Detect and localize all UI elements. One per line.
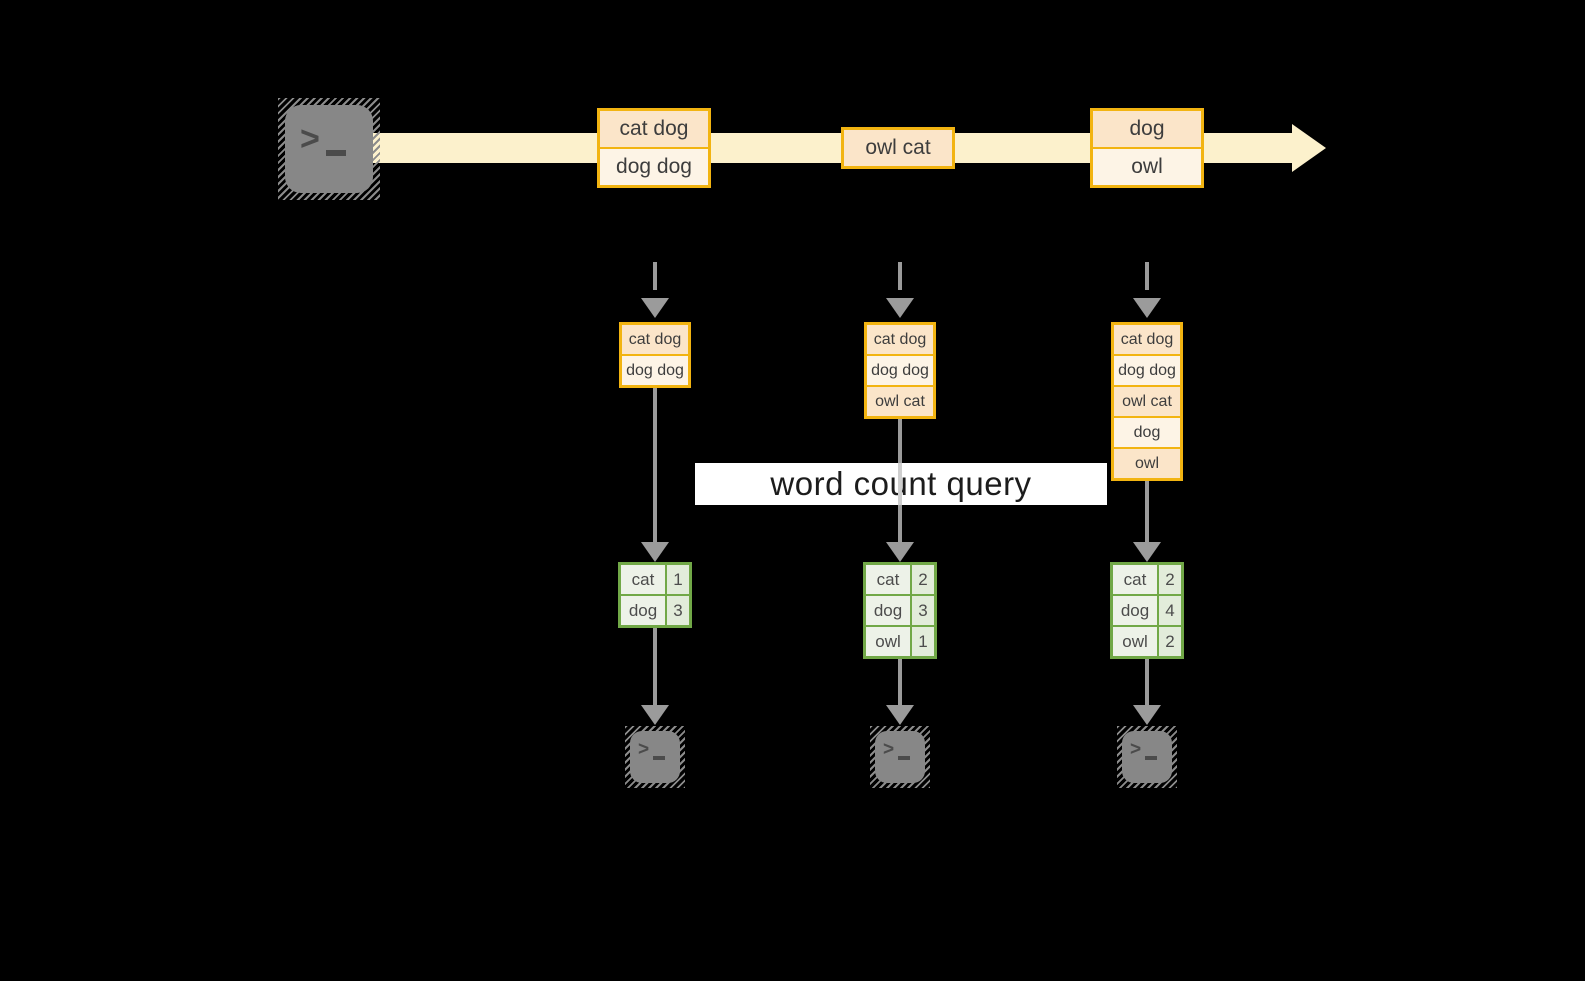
state-cell: dog	[1114, 416, 1180, 447]
stream-event-cell: owl cat	[844, 130, 952, 166]
state-cell: cat dog	[622, 325, 688, 354]
result-word-cell: dog	[1113, 596, 1157, 625]
result-count-cell: 1	[667, 565, 689, 594]
result-word-cell: owl	[1113, 627, 1157, 656]
result-count-cell: 2	[912, 565, 934, 594]
state-cell: dog dog	[622, 354, 688, 385]
dashed-arrowhead-icon	[886, 298, 914, 318]
result-count-cell: 1	[912, 627, 934, 656]
state-cell: dog dog	[867, 354, 933, 385]
state-cell: dog dog	[1114, 354, 1180, 385]
result-word-cell: cat	[1113, 565, 1157, 594]
result-word-cell: owl	[866, 627, 910, 656]
flow-line	[1145, 659, 1149, 706]
terminal-prompt-icon: >	[300, 120, 320, 158]
stream-event-box-2: owl cat	[841, 127, 955, 169]
sink-terminal-icon-3: >	[1117, 726, 1177, 788]
terminal-prompt-icon: >	[883, 739, 895, 760]
dashed-arrowhead-icon	[641, 298, 669, 318]
stream-source-terminal-icon: >	[278, 98, 380, 200]
terminal-prompt-icon: >	[1130, 739, 1142, 760]
result-count-cell: 2	[1159, 565, 1181, 594]
result-count-cell: 3	[912, 596, 934, 625]
stream-event-cell: dog dog	[600, 147, 708, 185]
state-cell: cat dog	[867, 325, 933, 354]
terminal-cursor-icon	[326, 150, 346, 156]
stream-event-cell: cat dog	[600, 111, 708, 147]
dashed-arrow-shaft	[898, 262, 902, 290]
flow-arrowhead-icon	[1133, 705, 1161, 725]
stream-event-cell: owl	[1093, 147, 1201, 185]
state-cell: cat dog	[1114, 325, 1180, 354]
flow-arrowhead-icon	[641, 705, 669, 725]
flow-line	[653, 628, 657, 706]
flow-line	[898, 659, 902, 706]
result-word-cell: dog	[866, 596, 910, 625]
dashed-arrowhead-icon	[1133, 298, 1161, 318]
result-count-cell: 4	[1159, 596, 1181, 625]
state-cell: owl	[1114, 447, 1180, 478]
terminal-cursor-icon	[653, 756, 665, 760]
dashed-arrow-shaft	[653, 262, 657, 290]
flow-line	[1145, 481, 1149, 544]
flow-arrowhead-icon	[886, 705, 914, 725]
result-word-cell: cat	[621, 565, 665, 594]
flow-line-over-banner	[898, 463, 902, 505]
flow-arrowhead-icon	[1133, 542, 1161, 562]
sink-terminal-icon-2: >	[870, 726, 930, 788]
flow-arrowhead-icon	[886, 542, 914, 562]
flow-line	[653, 388, 657, 544]
dashed-arrow-shaft	[1145, 262, 1149, 290]
input-stream-arrowhead-icon	[1292, 124, 1326, 172]
result-word-cell: cat	[866, 565, 910, 594]
result-count-cell: 2	[1159, 627, 1181, 656]
state-cell: owl cat	[867, 385, 933, 416]
terminal-cursor-icon	[898, 756, 910, 760]
terminal-cursor-icon	[1145, 756, 1157, 760]
flow-arrowhead-icon	[641, 542, 669, 562]
result-word-cell: dog	[621, 596, 665, 625]
state-cell: owl cat	[1114, 385, 1180, 416]
terminal-prompt-icon: >	[638, 739, 650, 760]
stream-event-cell: dog	[1093, 111, 1201, 147]
result-count-cell: 3	[667, 596, 689, 625]
sink-terminal-icon-1: >	[625, 726, 685, 788]
terminal-screen	[285, 105, 373, 193]
